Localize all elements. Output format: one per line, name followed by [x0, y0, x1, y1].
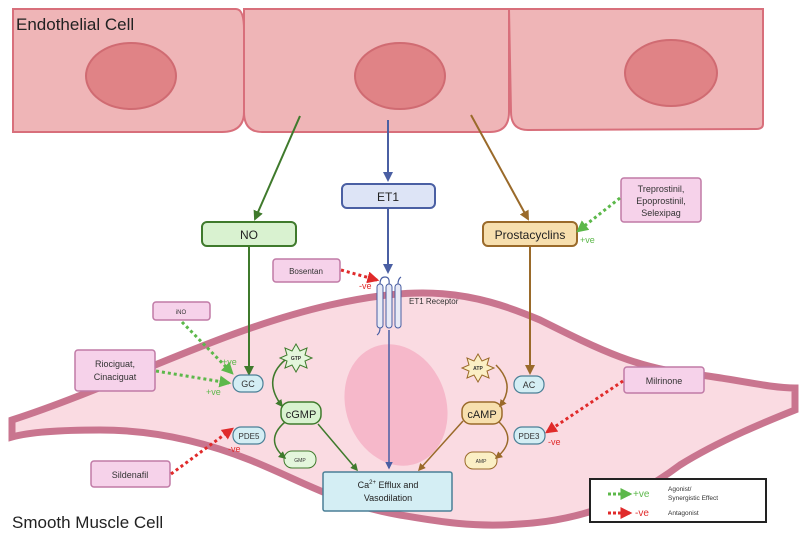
riociguat-effect-sign: +ve — [206, 387, 221, 397]
drug-riociguat-line-1: Riociguat, — [95, 359, 135, 369]
amp-node: AMP — [464, 451, 498, 470]
drug-bosentan-label: Bosentan — [289, 267, 323, 276]
agonist-arrow-treprostinil — [576, 196, 621, 233]
camp-label: cAMP — [467, 409, 496, 421]
drug-ino-label: iNO — [176, 310, 187, 316]
drug-bosentan-box: Bosentan — [272, 258, 341, 283]
gmp-node: GMP — [283, 450, 317, 469]
cgmp-label: cGMP — [286, 409, 317, 421]
ino-effect-sign: +ve — [222, 357, 237, 367]
cgmp-node: cGMP — [280, 401, 322, 425]
gtp-burst: GTP — [278, 342, 314, 374]
atp-burst: ATP — [460, 352, 496, 384]
smooth-muscle-cell: Smooth Muscle Cell — [8, 289, 799, 532]
arrow-cgmp-to-gmp — [273, 421, 287, 459]
endothelial-layer: Endothelial Cell — [12, 8, 764, 133]
arrow-endothelium-to-no — [253, 115, 301, 221]
gtp-label: GTP — [291, 356, 302, 362]
milrinone-effect-sign: -ve — [548, 437, 561, 447]
drug-treprostinil-line-1: Treprostinil, — [638, 184, 685, 194]
effect-box: Ca2+ Efflux and Vasodilation — [322, 471, 453, 512]
gmp-label: GMP — [294, 458, 306, 464]
drug-riociguat-box: Riociguat, Cinaciguat — [74, 349, 156, 392]
antagonist-arrow-sildenafil — [170, 427, 234, 476]
drug-ino-box: iNO — [152, 301, 211, 321]
treprostinil-effect-sign: +ve — [580, 235, 595, 245]
antagonist-arrow-bosentan — [340, 268, 380, 284]
et1-receptor-icon — [376, 276, 402, 336]
no-box: NO — [201, 221, 297, 247]
amp-label: AMP — [476, 459, 488, 465]
drug-sildenafil-box: Sildenafil — [90, 460, 171, 488]
drug-treprostinil-line-3: Selexipag — [641, 208, 681, 218]
smooth-muscle-cell-label: Smooth Muscle Cell — [12, 513, 163, 532]
nucleus-3 — [624, 39, 718, 107]
enzyme-pde5-label: PDE5 — [239, 432, 260, 441]
sildenafil-effect-sign: -ve — [228, 444, 241, 454]
enzyme-ac-label: AC — [523, 380, 536, 390]
agonist-arrow-riociguat — [155, 369, 232, 388]
prostacyclins-label: Prostacyclins — [495, 228, 566, 242]
legend-antagonist-sign: -ve — [635, 508, 649, 519]
effect-line-1: Ca2+ Efflux and — [358, 480, 419, 490]
drug-milrinone-label: Milrinone — [646, 376, 683, 386]
legend-antagonist-label: Antagonist — [668, 510, 699, 517]
smooth-muscle-nucleus — [344, 344, 448, 466]
nucleus-2 — [354, 42, 446, 110]
nucleus-1 — [85, 42, 177, 110]
endothelial-cell-label: Endothelial Cell — [16, 15, 134, 34]
atp-label: ATP — [473, 366, 483, 372]
drug-riociguat-line-2: Cinaciguat — [94, 372, 137, 382]
enzyme-pde5: PDE5 — [232, 426, 266, 445]
arrow-camp-to-amp — [494, 421, 509, 459]
bosentan-effect-sign: -ve — [359, 281, 372, 291]
et1-label: ET1 — [377, 190, 399, 204]
no-label: NO — [240, 228, 258, 242]
prostacyclins-box: Prostacyclins — [482, 221, 578, 247]
drug-treprostinil-box: Treprostinil, Epoprostinil, Selexipag — [620, 177, 702, 223]
et1-receptor-label: ET1 Receptor — [409, 297, 459, 306]
arrow-endothelium-to-prostacyclins — [470, 114, 529, 221]
et1-box: ET1 — [341, 183, 436, 209]
enzyme-pde3-label: PDE3 — [519, 432, 540, 441]
arrow-atp-to-camp — [495, 364, 508, 408]
drug-milrinone-box: Milrinone — [623, 366, 705, 394]
enzyme-gc: GC — [232, 374, 264, 393]
arrow-gtp-to-cgmp — [272, 359, 286, 408]
legend-agonist-label-1: Agonist/ — [668, 486, 692, 493]
effect-line-2: Vasodilation — [364, 493, 412, 503]
legend-agonist-sign: +ve — [633, 489, 650, 500]
enzyme-pde3: PDE3 — [513, 426, 546, 445]
camp-node: cAMP — [461, 401, 503, 425]
legend-agonist-label-2: Synergistic Effect — [668, 495, 718, 502]
drug-treprostinil-line-2: Epoprostinil, — [636, 196, 686, 206]
enzyme-ac: AC — [513, 375, 545, 394]
arrow-cgmp-to-effect — [317, 423, 358, 472]
drug-sildenafil-label: Sildenafil — [112, 470, 149, 480]
legend: +ve Agonist/ Synergistic Effect -ve Anta… — [589, 478, 767, 523]
enzyme-gc-label: GC — [241, 379, 255, 389]
arrow-camp-to-effect — [417, 420, 464, 472]
